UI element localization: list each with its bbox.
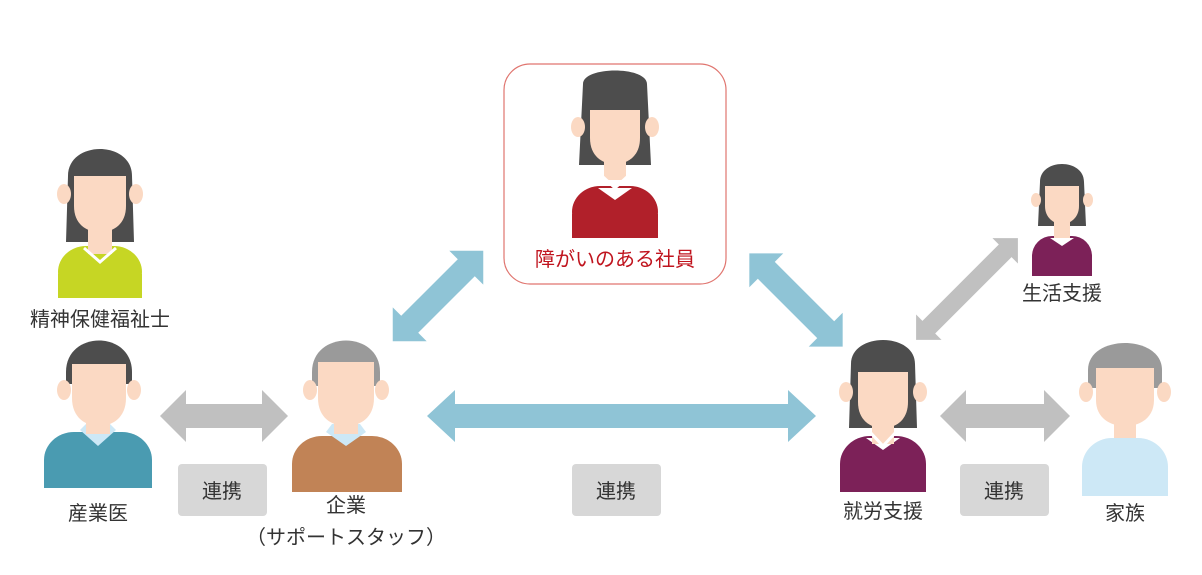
lifesupport-person-icon [1031, 164, 1093, 276]
psw-label: 精神保健福祉士 [30, 307, 170, 331]
company-sublabel: （サポートスタッフ） [246, 525, 446, 549]
jobsupport-person-icon [839, 340, 927, 492]
family-person-icon [1079, 343, 1171, 496]
employee-person-icon [571, 70, 659, 238]
badge-center-text: 連携 [596, 479, 636, 503]
badge-left: 連携 [178, 464, 267, 516]
badge-right-text: 連携 [984, 479, 1024, 503]
employee-label: 障がいのある社員 [535, 247, 695, 271]
badge-right: 連携 [960, 464, 1049, 516]
arrow-jobsupport-family [940, 390, 1070, 442]
arrow-company-jobsupport [427, 390, 816, 442]
arrow-doctor-company [160, 390, 288, 442]
doctor-person-icon [44, 340, 152, 488]
family-label: 家族 [1105, 501, 1145, 525]
doctor-label: 産業医 [68, 501, 128, 525]
arrow-jobsupport-lifesupport [916, 238, 1018, 340]
badge-center: 連携 [572, 464, 661, 516]
company-person-icon [292, 340, 402, 492]
arrow-company-employee [392, 250, 484, 342]
lifesupport-label: 生活支援 [1022, 281, 1102, 305]
jobsupport-label: 就労支援 [843, 499, 923, 523]
psw-person-icon [57, 149, 143, 298]
badge-left-text: 連携 [202, 479, 242, 503]
arrow-employee-jobsupport [749, 253, 843, 347]
company-label: 企業 [326, 493, 366, 517]
